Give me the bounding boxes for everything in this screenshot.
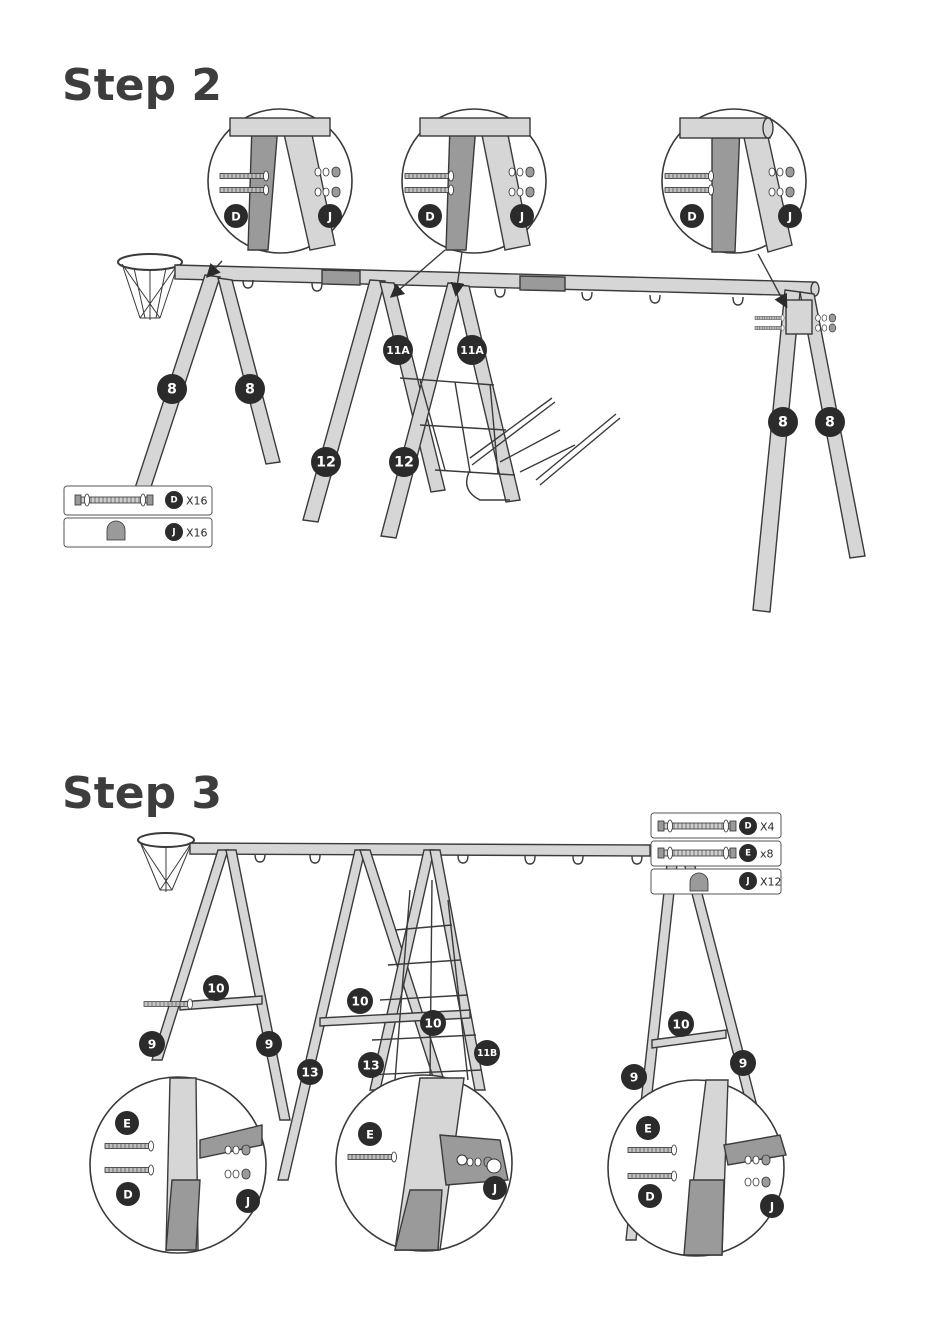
part-label: 10 xyxy=(347,988,373,1014)
step-3-frame xyxy=(63,833,786,1256)
svg-text:J: J xyxy=(327,210,332,224)
part-label: 8 xyxy=(815,407,845,437)
svg-text:9: 9 xyxy=(148,1038,157,1052)
hardware-letter-j: J xyxy=(165,523,183,541)
svg-text:J: J xyxy=(519,210,524,224)
part-label: 13 xyxy=(297,1059,323,1085)
part-label: 11A xyxy=(383,335,413,365)
callout-badge-j: J xyxy=(483,1176,507,1200)
callout-badge-e: E xyxy=(115,1111,139,1135)
svg-text:9: 9 xyxy=(739,1057,748,1071)
part-label: 9 xyxy=(139,1031,165,1057)
part-label: 10 xyxy=(668,1011,694,1037)
svg-text:12: 12 xyxy=(394,455,414,471)
callout-badge-d: D xyxy=(638,1184,662,1208)
svg-text:13: 13 xyxy=(301,1066,318,1080)
svg-text:E: E xyxy=(644,1122,652,1136)
callout-badge-d: D xyxy=(224,204,248,228)
svg-text:9: 9 xyxy=(630,1071,639,1085)
part-label: 11A xyxy=(457,335,487,365)
svg-text:8: 8 xyxy=(245,382,255,398)
hardware-qty-d: X16 xyxy=(186,495,208,508)
svg-text:J: J xyxy=(745,877,749,887)
part-label: 10 xyxy=(203,975,229,1001)
part-label: 8 xyxy=(157,374,187,404)
part-label: 9 xyxy=(730,1050,756,1076)
svg-text:9: 9 xyxy=(265,1038,274,1052)
cap-nut-icon xyxy=(690,873,708,891)
svg-text:J: J xyxy=(171,528,175,538)
part-label: 13 xyxy=(358,1052,384,1078)
part-label: 12 xyxy=(311,447,341,477)
svg-text:10: 10 xyxy=(424,1017,441,1031)
callout-middle xyxy=(392,109,546,296)
svg-text:D: D xyxy=(687,210,696,224)
part-label: 9 xyxy=(621,1064,647,1090)
hardware-qty-e: x8 xyxy=(760,848,774,861)
callout-badge-d: D xyxy=(418,204,442,228)
callout-badge-j: J xyxy=(778,204,802,228)
step-2-frame xyxy=(118,109,865,612)
part-label: 12 xyxy=(389,447,419,477)
cap-nut-icon xyxy=(107,521,125,540)
svg-text:D: D xyxy=(123,1188,132,1202)
part-label: 8 xyxy=(768,407,798,437)
svg-text:12: 12 xyxy=(316,455,336,471)
svg-text:11B: 11B xyxy=(477,1048,497,1059)
callout-badge-j: J xyxy=(236,1189,260,1213)
hardware-qty-d: X4 xyxy=(760,821,775,834)
svg-text:11A: 11A xyxy=(386,344,410,357)
callout-badge-e: E xyxy=(358,1122,382,1146)
svg-text:D: D xyxy=(231,210,240,224)
hardware-letter-d: D xyxy=(165,491,183,509)
svg-text:J: J xyxy=(492,1182,497,1196)
svg-text:10: 10 xyxy=(207,982,224,996)
svg-text:E: E xyxy=(123,1117,131,1131)
callout-left xyxy=(208,109,352,276)
svg-text:13: 13 xyxy=(362,1059,379,1073)
part-label: 9 xyxy=(256,1031,282,1057)
svg-text:D: D xyxy=(645,1190,654,1204)
basketball-hoop-icon xyxy=(138,833,194,892)
basketball-hoop-icon xyxy=(118,254,188,320)
svg-text:E: E xyxy=(366,1128,374,1142)
svg-text:10: 10 xyxy=(672,1018,689,1032)
svg-text:10: 10 xyxy=(351,995,368,1009)
hardware-qty-j: X16 xyxy=(186,527,208,540)
svg-text:J: J xyxy=(787,210,792,224)
callout-badge-d: D xyxy=(116,1182,140,1206)
hardware-letter-e: E xyxy=(739,844,757,862)
svg-text:D: D xyxy=(170,496,177,506)
hardware-qty-j: X12 xyxy=(760,876,782,889)
callout-badge-j: J xyxy=(318,204,342,228)
callout-right-step3 xyxy=(608,1080,786,1256)
callout-left-step3 xyxy=(63,1040,266,1253)
svg-text:8: 8 xyxy=(167,382,177,398)
part-label: 8 xyxy=(235,374,265,404)
callout-badge-e: E xyxy=(636,1116,660,1140)
svg-text:8: 8 xyxy=(778,415,788,431)
callout-badge-d: D xyxy=(680,204,704,228)
callout-middle-step3 xyxy=(336,1075,512,1251)
svg-text:D: D xyxy=(744,822,751,832)
hardware-letter-d: D xyxy=(739,817,757,835)
svg-text:J: J xyxy=(245,1195,250,1209)
callout-badge-j: J xyxy=(760,1194,784,1218)
svg-text:E: E xyxy=(745,849,751,859)
part-label: 11B xyxy=(474,1040,500,1066)
svg-text:J: J xyxy=(769,1200,774,1214)
svg-text:D: D xyxy=(425,210,434,224)
part-label: 10 xyxy=(420,1010,446,1036)
svg-text:11A: 11A xyxy=(460,344,484,357)
svg-text:8: 8 xyxy=(825,415,835,431)
hardware-letter-j: J xyxy=(739,872,757,890)
callout-badge-j: J xyxy=(510,204,534,228)
